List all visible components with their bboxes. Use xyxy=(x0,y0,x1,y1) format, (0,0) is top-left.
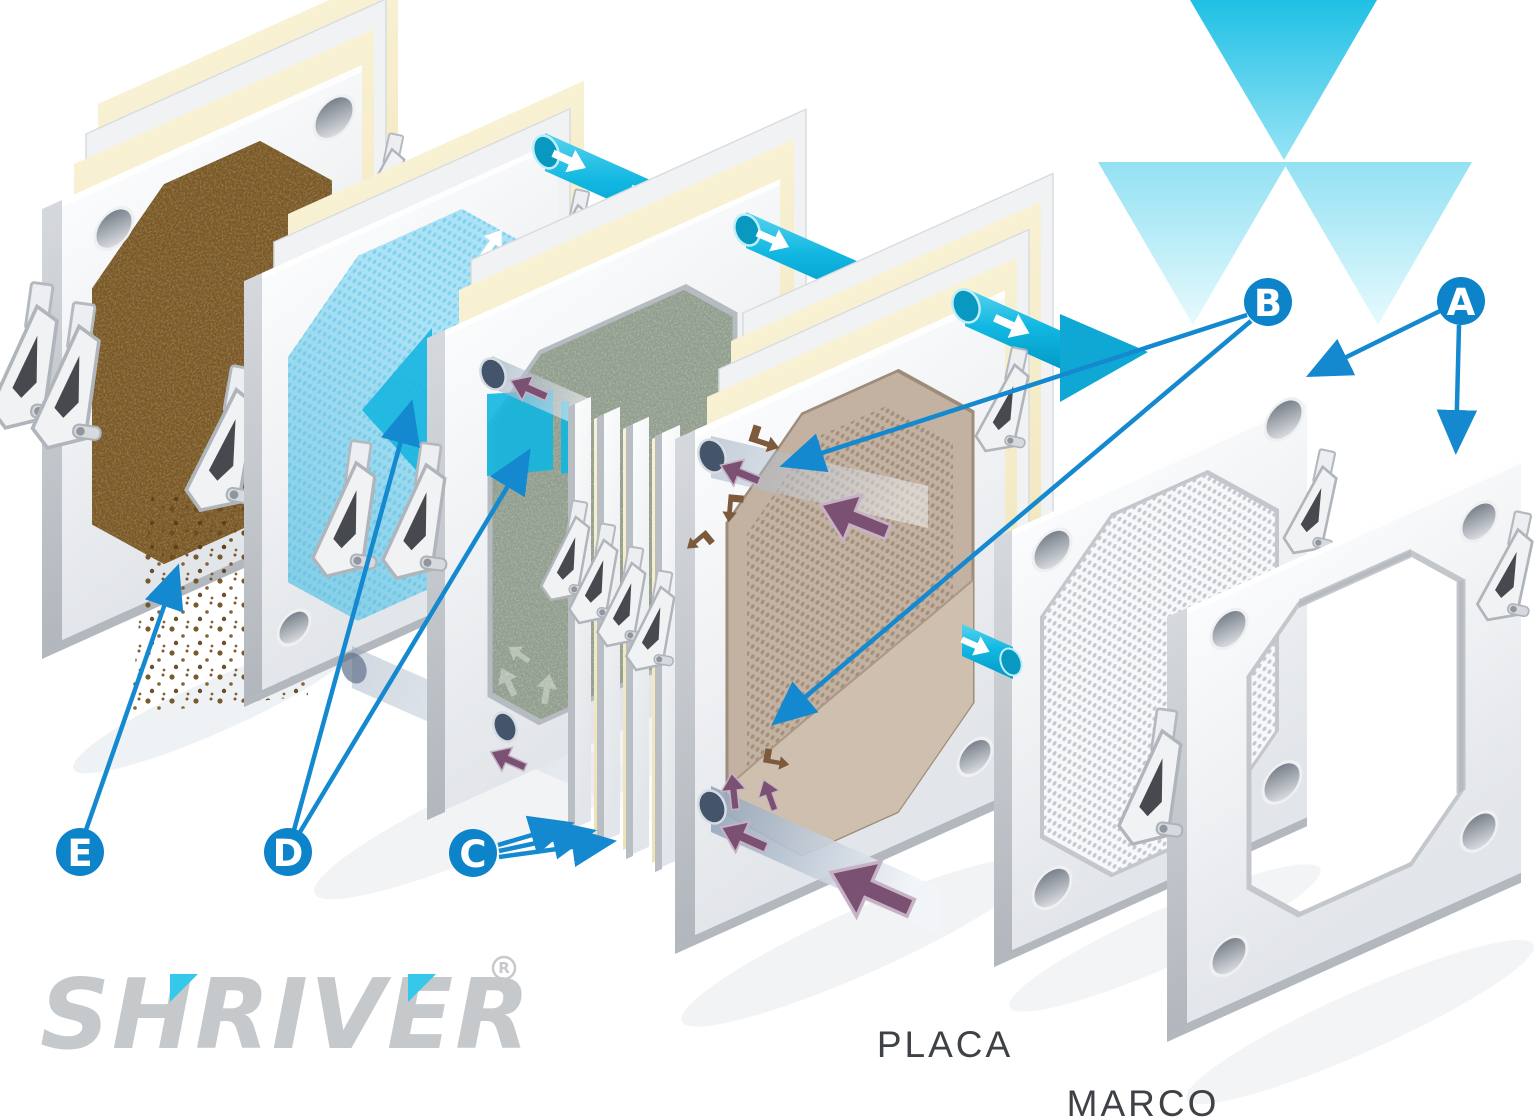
callout-d-letter: D xyxy=(273,832,304,875)
slurry-port xyxy=(697,789,727,825)
leader-a2 xyxy=(1436,324,1478,455)
plate-corner-hole xyxy=(1031,527,1073,573)
leader-b2 xyxy=(771,319,1253,726)
plate-corner-hole xyxy=(312,94,356,142)
leader-c3 xyxy=(498,826,617,867)
frame-corner-hole xyxy=(1209,607,1249,651)
leader-d2 xyxy=(298,448,531,834)
leader-e xyxy=(83,563,184,831)
brand-triangles-logo xyxy=(1098,0,1472,325)
callout-b-letter: B xyxy=(1254,282,1282,325)
leader-a1 xyxy=(1305,308,1441,377)
plate-4-feed-assembly xyxy=(675,172,1148,955)
frame-corner-hole xyxy=(1459,500,1499,543)
logo-triangle-left xyxy=(1098,162,1288,325)
caption-marco: MARCO xyxy=(1067,1083,1220,1120)
brand-wordmark: SHRIVER R xyxy=(40,955,532,1071)
slurry-port xyxy=(697,438,727,474)
callout-a-badge xyxy=(1437,277,1485,325)
slurry-inlet-tube xyxy=(711,436,928,528)
slurry-port xyxy=(492,711,518,743)
filtrate-port xyxy=(733,213,761,247)
brand-accent-triangle-icon xyxy=(408,974,436,1002)
plate-corner-hole xyxy=(1263,397,1305,443)
cloth-recessed-area xyxy=(727,579,973,855)
callout-e-letter: E xyxy=(67,832,92,875)
callout-c-badge xyxy=(449,829,497,877)
callout-e-badge xyxy=(56,828,104,876)
plate-corner-hole xyxy=(276,608,312,647)
logo-triangle-right xyxy=(1283,162,1472,325)
callout-leader-lines xyxy=(83,308,1478,867)
callout-badges: E D C B A xyxy=(56,277,1485,877)
registered-mark-circle xyxy=(491,955,517,981)
frame-corner-hole xyxy=(1209,934,1249,978)
callout-d-badge xyxy=(264,828,312,876)
brand-accent-triangle-icon xyxy=(170,974,198,1002)
plate-corner-hole xyxy=(1261,760,1303,805)
marco-frame xyxy=(1114,457,1536,1043)
filtrate-port xyxy=(999,647,1023,677)
marco-body xyxy=(1167,457,1521,1043)
callout-c-letter: C xyxy=(459,833,486,876)
plate-corner-hole xyxy=(93,206,135,252)
callout-b-badge xyxy=(1244,278,1292,326)
frame-corner-hole xyxy=(1459,810,1499,853)
leader-d1 xyxy=(291,399,420,831)
callout-a-letter: A xyxy=(1447,281,1476,324)
brand-wordmark-text: SHRIVER xyxy=(40,958,532,1071)
leader-b1 xyxy=(779,312,1248,473)
filtrate-port xyxy=(951,288,981,324)
filtrate-port xyxy=(531,134,561,170)
caption-placa: PLACA xyxy=(877,1024,1013,1065)
logo-triangle-top xyxy=(1190,0,1377,160)
plate-corner-hole xyxy=(1031,865,1073,911)
slurry-port xyxy=(479,357,507,391)
filtrate-outlet-big-arrow xyxy=(1060,314,1148,402)
registered-mark-letter: R xyxy=(498,959,510,977)
slurry-port xyxy=(341,652,367,684)
plate-corner-hole xyxy=(956,736,994,778)
